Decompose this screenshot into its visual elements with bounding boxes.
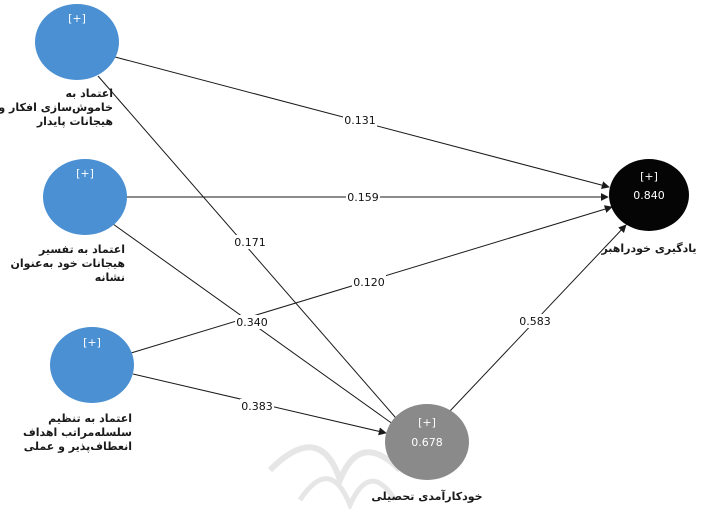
coefficient-background bbox=[346, 190, 380, 204]
expand-marker: [+] bbox=[418, 416, 436, 429]
node-label-line: سلسله‌مراتب اهداف bbox=[23, 426, 132, 439]
expand-marker: [+] bbox=[76, 167, 94, 180]
path-coefficient-n3-mediator: 0.383 bbox=[241, 400, 273, 413]
watermark-logo bbox=[267, 444, 403, 509]
expand-marker: [+] bbox=[83, 336, 101, 349]
path-coefficient-n1-mediator: 0.171 bbox=[234, 236, 266, 249]
path-coefficient-n1-outcome: 0.131 bbox=[344, 114, 376, 127]
path-coefficients: 0.131 0.171 0.159 0.340 0.120 0.383 0.583 bbox=[233, 113, 552, 413]
coefficient-background bbox=[235, 315, 269, 329]
node-ellipse bbox=[35, 4, 119, 80]
coefficient-background bbox=[352, 275, 386, 289]
node-goal-hierarchy-regulation[interactable]: [+] اعتماد به تنظیم سلسله‌مراتب اهداف ان… bbox=[23, 327, 134, 453]
node-label-line: خودکارآمدی تحصیلی bbox=[371, 489, 482, 503]
node-ellipse bbox=[385, 404, 469, 480]
node-emotion-interpretation[interactable]: [+] اعتماد به تفسیر هیجانات خود به‌عنوان… bbox=[11, 159, 127, 284]
node-label-line: اعتماد به تنظیم bbox=[48, 412, 132, 425]
node-label-line: انعطاف‌پذیر و عملی bbox=[24, 440, 132, 453]
node-label-line: خاموش‌سازی افکار و bbox=[0, 101, 113, 114]
node-self-directed-learning[interactable]: [+] 0.840 یادگیری خودراهبر bbox=[600, 159, 697, 255]
expand-marker: [+] bbox=[640, 170, 658, 183]
node-label-line: یادگیری خودراهبر bbox=[600, 242, 696, 255]
coefficient-background bbox=[343, 113, 377, 127]
node-label-line: اعتماد به bbox=[65, 87, 113, 100]
node-stable-thought-suppression[interactable]: [+] اعتماد به خاموش‌سازی افکار و هیجانات… bbox=[0, 4, 119, 128]
node-label-line: هیجانات خود به‌عنوان bbox=[11, 257, 125, 270]
path-coefficient-mediator-outcome: 0.583 bbox=[519, 315, 551, 328]
node-ellipse bbox=[43, 159, 127, 235]
coefficient-background bbox=[240, 399, 274, 413]
coefficient-background bbox=[518, 314, 552, 328]
node-label-line: اعتماد به تفسیر bbox=[38, 243, 125, 256]
node-label-line: نشانه bbox=[95, 271, 125, 284]
node-ellipse bbox=[609, 159, 689, 231]
r-squared-value: 0.840 bbox=[633, 189, 665, 202]
r-squared-value: 0.678 bbox=[411, 436, 443, 449]
path-coefficient-n3-outcome: 0.120 bbox=[353, 276, 385, 289]
node-academic-self-efficacy[interactable]: [+] 0.678 خودکارآمدی تحصیلی bbox=[371, 404, 483, 503]
path-arrow-n1-mediator bbox=[97, 75, 403, 426]
path-coefficient-n2-outcome: 0.159 bbox=[347, 191, 379, 204]
node-label-line: هیجانات پایدار bbox=[36, 115, 113, 128]
node-ellipse bbox=[50, 327, 134, 403]
expand-marker: [+] bbox=[68, 12, 86, 25]
coefficient-background bbox=[233, 235, 267, 249]
path-coefficient-n2-mediator: 0.340 bbox=[236, 316, 268, 329]
